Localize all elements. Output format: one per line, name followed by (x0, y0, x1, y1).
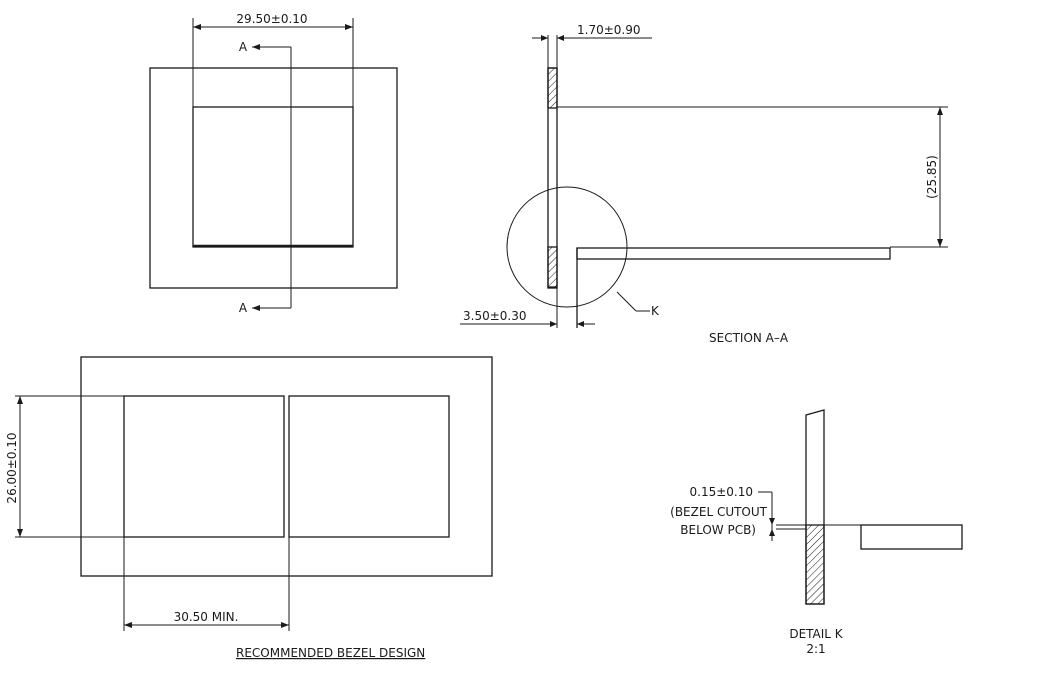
arrowhead (541, 35, 548, 41)
dim-bezel-height: 26.00±0.10 (5, 432, 19, 503)
detail-title: DETAIL K (789, 627, 843, 641)
arrowhead (550, 321, 557, 327)
arrowhead (937, 239, 943, 247)
arrowhead (252, 305, 260, 311)
bezel-outer-frame (80, 356, 493, 577)
arrowhead (769, 518, 775, 525)
arrowhead (17, 529, 23, 537)
dim-top-width: 29.50±0.10 (236, 12, 307, 26)
arrowhead (193, 24, 201, 30)
section-view: K 1.70±0.90 (25.85) 3.50±0.30 SECTION A–… (460, 23, 948, 345)
arrowhead (937, 107, 943, 115)
arrowhead (252, 44, 260, 50)
detail-pcb (860, 524, 963, 550)
section-pcb (576, 247, 891, 260)
section-title: SECTION A–A (709, 331, 789, 345)
section-marker-bottom: A (239, 301, 248, 315)
dim-side-thickness: 1.70±0.90 (577, 23, 641, 37)
section-hatch-bottom (547, 246, 558, 288)
bezel-view: 26.00±0.10 30.50 MIN. RECOMMENDED BEZEL … (5, 356, 493, 660)
dim-bezel-width: 30.50 MIN. (174, 610, 239, 624)
arrowhead (577, 321, 584, 327)
dim-ref-height: (25.85) (925, 155, 939, 199)
section-hatch-top (547, 67, 558, 109)
detail-k-leader (616, 291, 637, 312)
front-outer-frame (149, 67, 398, 289)
arrowhead (769, 529, 775, 536)
detail-note-line2: BELOW PCB) (680, 523, 756, 537)
arrowhead (17, 396, 23, 404)
section-marker-top: A (239, 40, 248, 54)
arrowhead (124, 622, 132, 628)
arrowhead (281, 622, 289, 628)
front-view: 29.50±0.10 A A (149, 12, 398, 315)
detail-view: 0.15±0.10 (BEZEL CUTOUT BELOW PCB) DETAI… (670, 409, 963, 656)
dim-detail-offset: 0.15±0.10 (690, 485, 754, 499)
arrowhead (345, 24, 353, 30)
dim-gap: 3.50±0.30 (463, 309, 527, 323)
detail-k-circle (506, 186, 628, 308)
bezel-title: RECOMMENDED BEZEL DESIGN (236, 646, 425, 660)
front-window (192, 106, 354, 248)
detail-note-line1: (BEZEL CUTOUT (670, 505, 768, 519)
arrowhead (557, 35, 564, 41)
bezel-cutout-left (123, 395, 285, 538)
bezel-cutout-right (288, 395, 450, 538)
detail-hatch (805, 524, 825, 605)
detail-scale: 2:1 (806, 642, 825, 656)
detail-marker: K (651, 304, 660, 318)
